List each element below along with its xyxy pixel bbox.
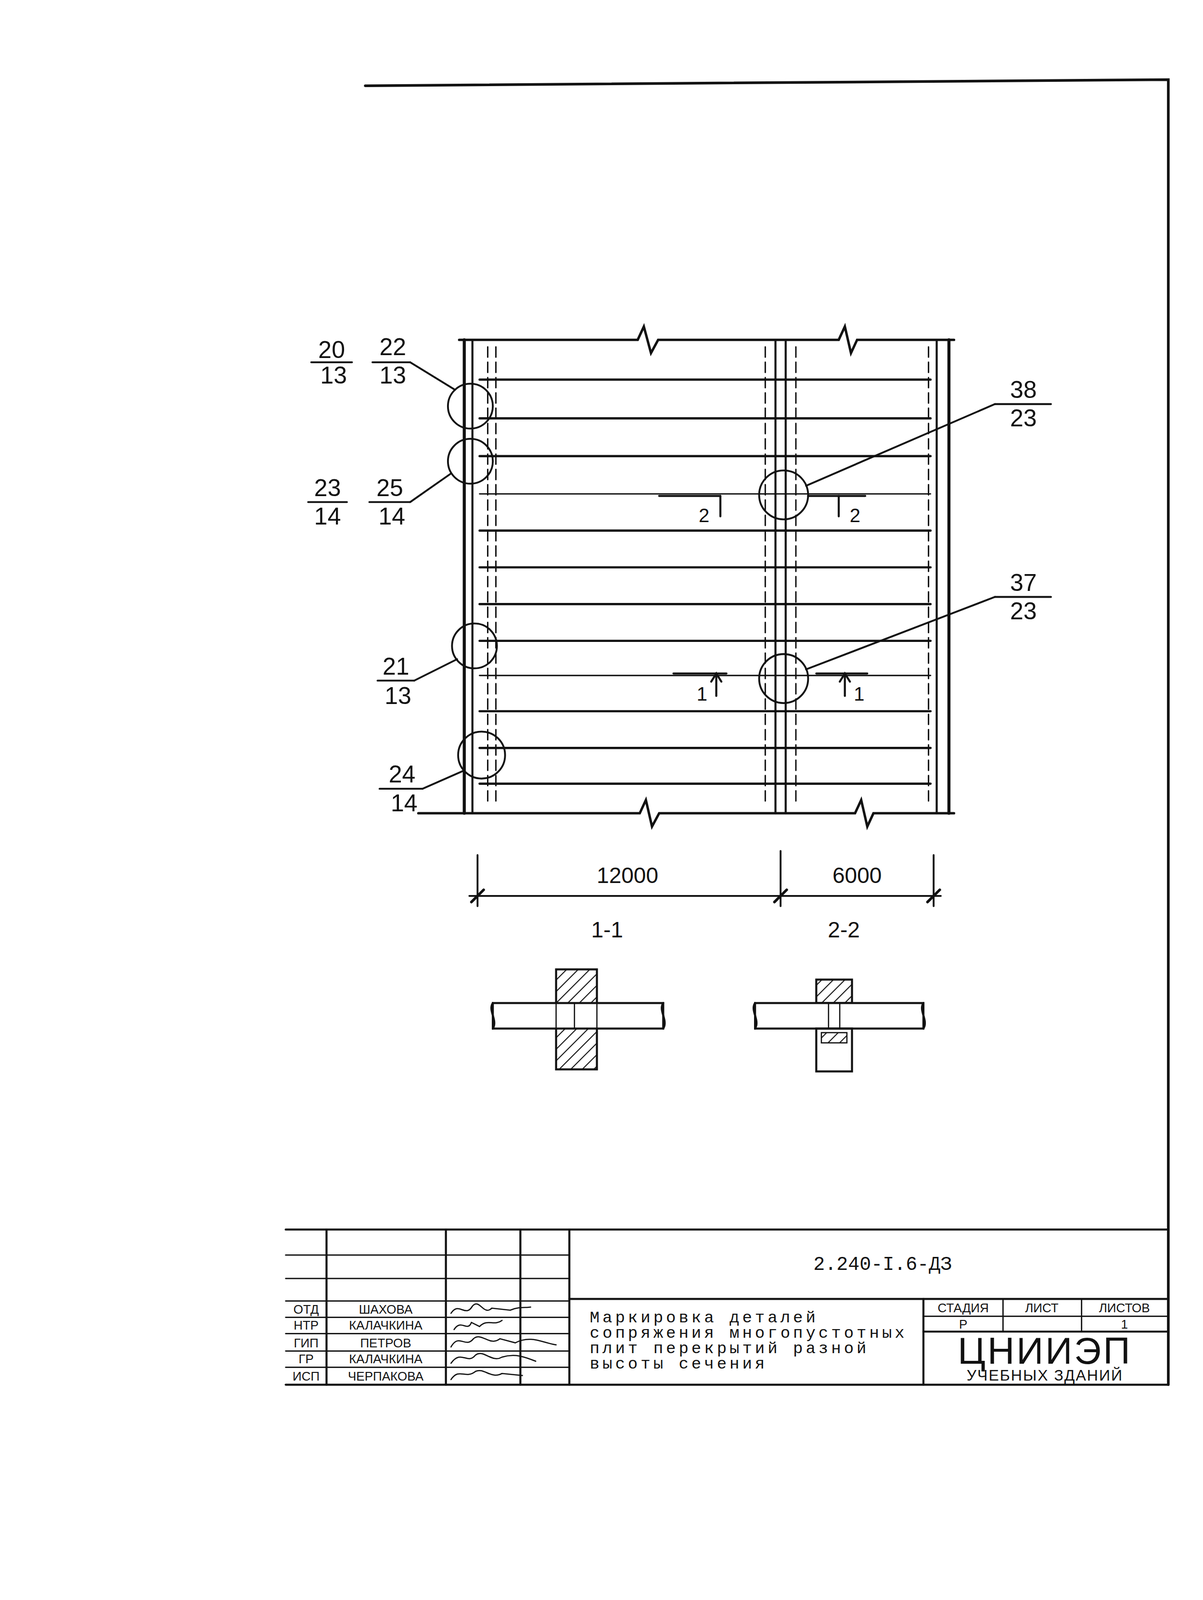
callout-number: 13 [379,363,407,388]
value-cell: 1 [1120,1318,1128,1331]
leader-line [307,362,1051,789]
dimension-text: 12000 [596,864,659,887]
name-cell: ПЕТРОВ [359,1336,411,1350]
callout-number: 25 [376,475,404,500]
callout-number: 22 [379,334,407,359]
callout-number: 23 [1010,406,1037,431]
section-title: 1-1 [590,918,623,941]
callout-circle [447,383,809,779]
break-line [418,800,954,827]
header-cell: ЛИСТ [1024,1301,1059,1315]
sheet-frame [365,79,1169,1385]
section-title: 2-2 [827,918,860,941]
section-detail [491,969,665,1070]
section-mark: 2 [849,505,861,525]
role-cell: НТР [293,1318,319,1332]
wall [464,339,949,814]
callout-number: 21 [382,654,410,679]
break-line [459,326,954,354]
callout-number: 23 [314,475,342,500]
slab-joint [479,379,931,784]
section-mark: 2 [698,505,710,525]
callout-number: 14 [314,504,342,529]
callout-number: 38 [1010,377,1037,402]
callout-number: 37 [1010,570,1037,595]
role-cell: ОТД [293,1303,320,1316]
organization-name: ЦНИИЭП [957,1331,1132,1370]
name-cell: ЧЕРПАКОВА [347,1369,424,1383]
callout-number: 14 [390,791,418,816]
value-cell: Р [959,1318,968,1331]
section-cut-mark [659,496,868,697]
header-cell: ЛИСТОВ [1099,1301,1151,1315]
role-cell: ГР [298,1352,314,1366]
organization-name: УЧЕБНЫХ ЗДАНИЙ [966,1367,1124,1383]
section-mark: 1 [853,684,865,704]
title-block [285,1229,1169,1385]
role-cell: ГИП [293,1336,319,1350]
header-cell: СТАДИЯ [937,1301,989,1315]
dimension-line [469,851,941,907]
callout-number: 14 [378,504,406,529]
callout-number: 23 [1010,599,1037,624]
name-cell: КАЛАЧКИНА [348,1318,423,1332]
signature [450,1304,556,1380]
name-cell: ШАХОВА [358,1303,413,1316]
document-code: 2.240-I.6-ДЗ [813,1255,952,1275]
section-mark: 1 [696,684,708,704]
section-detail [753,979,925,1072]
dimension-text: 6000 [832,864,882,887]
callout-number: 20 [318,337,346,362]
callout-number: 13 [320,363,348,388]
role-cell: ИСП [292,1369,320,1383]
name-cell: КАЛАЧКИНА [348,1352,423,1366]
callout-number: 24 [388,762,416,787]
slab-end [487,346,929,807]
callout-number: 13 [384,683,412,708]
sheet-title: Маркировка деталей сопряжения многопусто… [589,1310,927,1372]
